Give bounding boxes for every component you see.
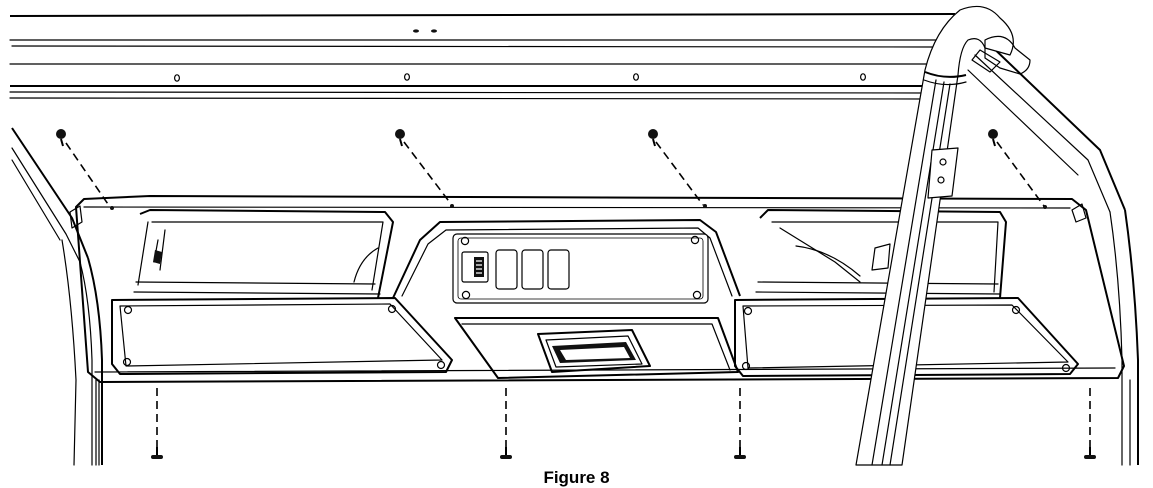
right-cage-frame (967, 39, 1139, 466)
top-screw-2-icon (395, 129, 405, 147)
grab-handle (537, 329, 651, 373)
center-housing (392, 219, 741, 379)
left-cover-plate (111, 297, 453, 375)
top-screw-1-icon (56, 129, 66, 147)
top-screw-3-icon (648, 129, 658, 147)
switch-plate (452, 233, 709, 304)
right-storage-bay (755, 209, 1007, 299)
rocker-switch-slots (495, 249, 570, 290)
bottom-screw-2-icon (500, 447, 512, 459)
top-screw-holes (110, 204, 1047, 210)
top-screw-4-icon (988, 129, 998, 147)
left-storage-bay (133, 209, 394, 299)
roof-panel (9, 13, 956, 100)
roll-bar-tube (855, 5, 1031, 466)
left-cage-post (11, 127, 103, 466)
alignment-lines (65, 141, 1091, 448)
bottom-screw-1-icon (151, 447, 163, 459)
bottom-screw-3-icon (734, 447, 746, 459)
figure-caption: Figure 8 (543, 468, 610, 487)
bottom-screw-4-icon (1084, 447, 1096, 459)
power-outlet (461, 251, 489, 283)
